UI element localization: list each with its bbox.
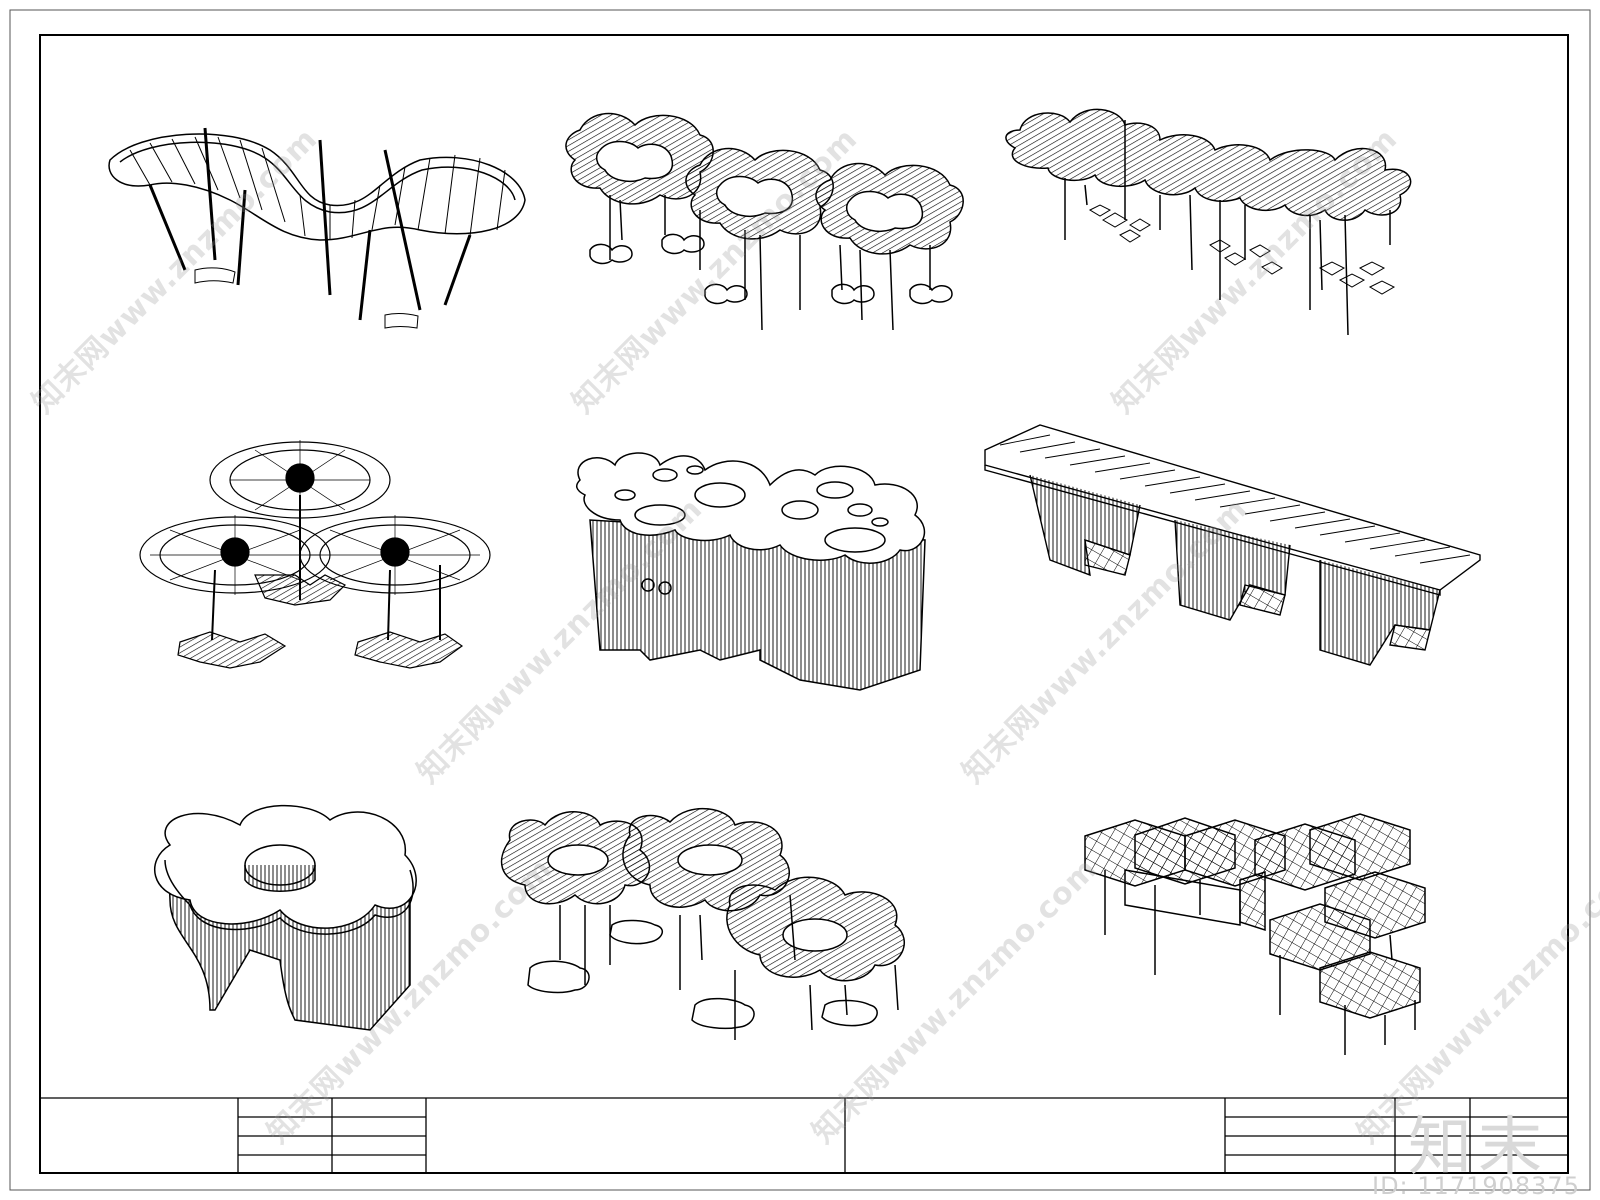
drawing-id-label: ID: 1171908375: [1372, 1172, 1580, 1200]
hatched-cloud-canopy-icon: [1005, 108, 1412, 336]
s-curve-pergola-icon: [108, 127, 526, 329]
perforated-slat-pavilion-icon: [575, 452, 926, 691]
title-block: [40, 1097, 1568, 1173]
hexagon-frame-structure-icon: [1084, 813, 1426, 1055]
hatched-flower-canopy-icon: [500, 807, 905, 1040]
slatted-truss-walkway-icon: [984, 424, 1481, 666]
flower-canopy-with-stools-icon: [565, 112, 964, 331]
watermark-logo: 知末: [1408, 1111, 1548, 1185]
drawing-frame: [39, 34, 1569, 1174]
ring-slat-kiosk-icon: [154, 804, 417, 1031]
web-dome-pavilion-icon: [139, 440, 491, 669]
outer-border: [9, 9, 1591, 1191]
